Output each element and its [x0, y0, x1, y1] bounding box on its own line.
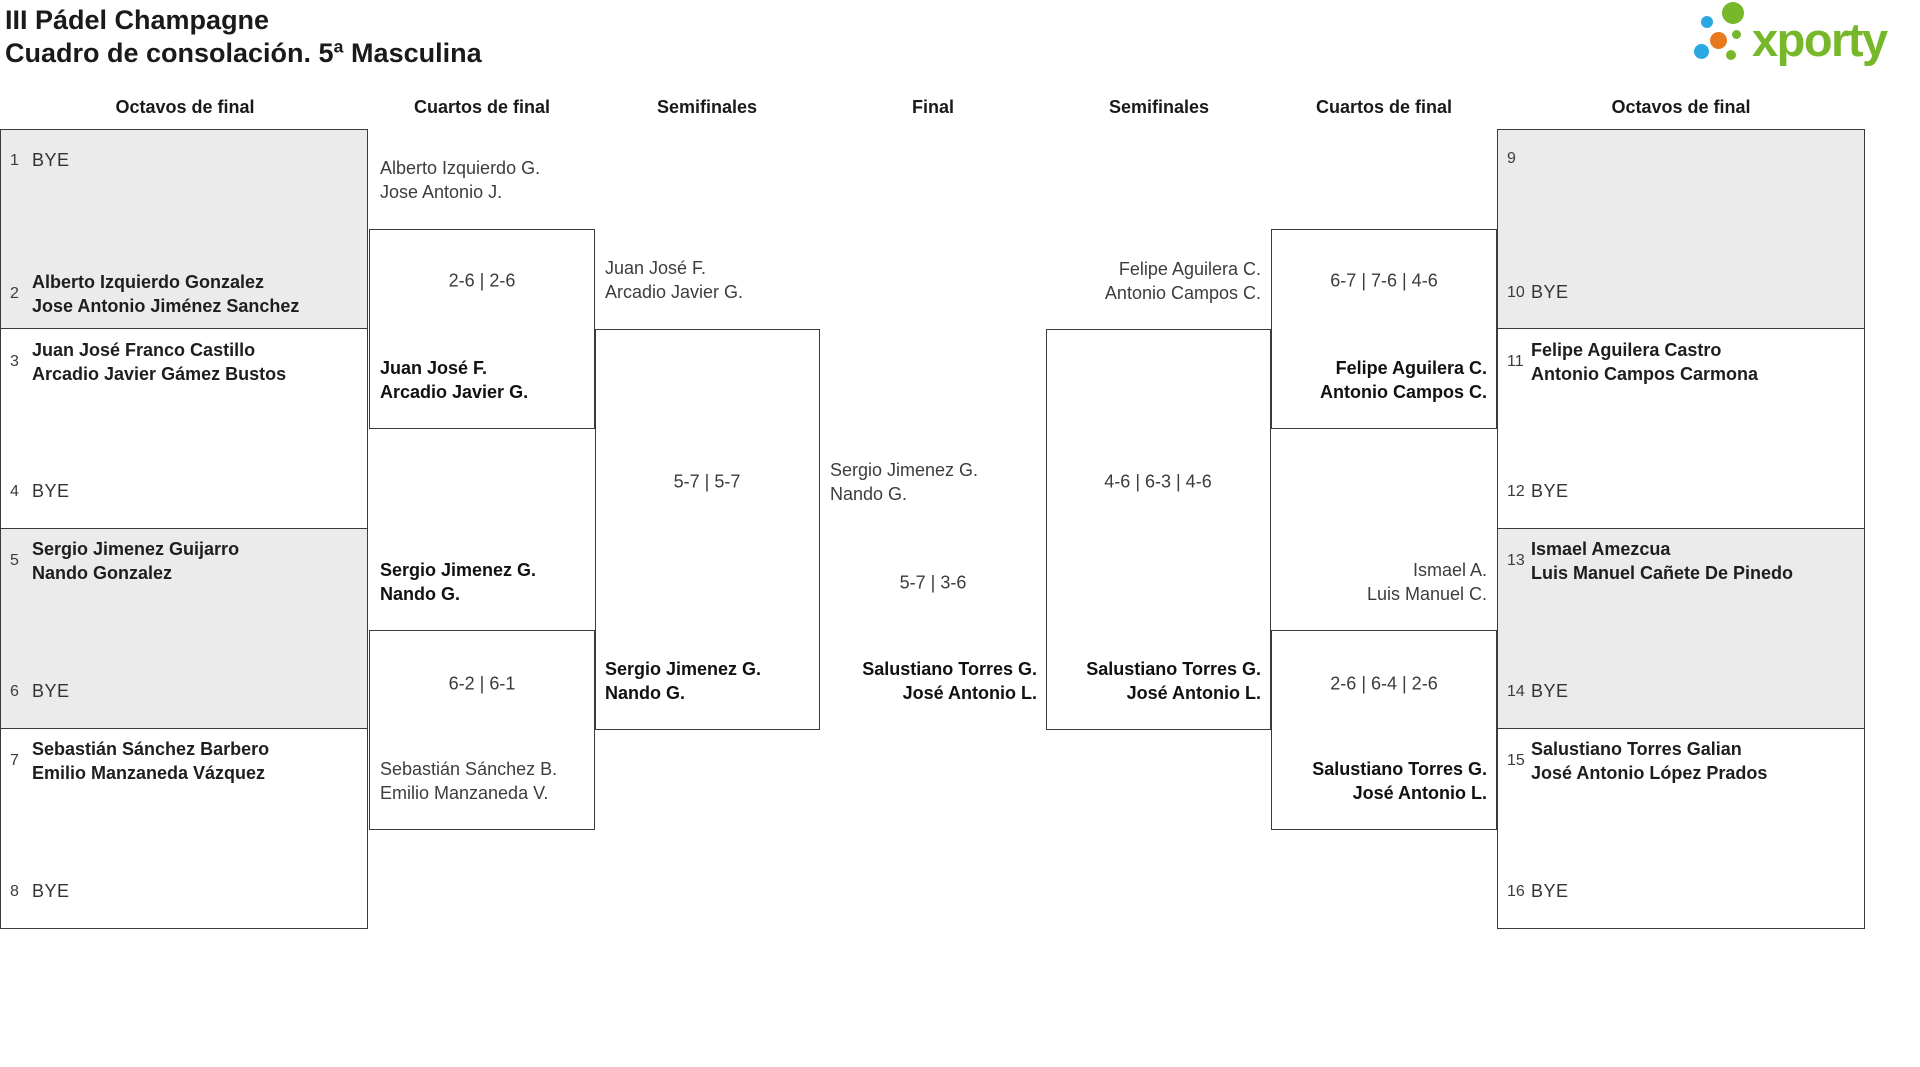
round-header-final: Final — [911, 97, 955, 117]
entry-11: 11 Felipe Aguilera Castro Antonio Campos… — [1507, 340, 1759, 384]
logo-dot-green-large — [1722, 2, 1744, 24]
score-qf-left-1: 2-6 | 2-6 — [448, 270, 516, 291]
player-name: Sebastián Sánchez Barbero — [32, 739, 270, 759]
round-header-cuartos-left: Cuartos de final — [413, 97, 551, 117]
page-title: III Pádel Champagne Cuadro de consolació… — [5, 4, 482, 70]
entry-12: 12 BYE — [1507, 481, 1569, 501]
pair-qf-right-2-winner: Salustiano Torres G. José Antonio L. — [1312, 759, 1487, 803]
octavos-box-11-12 — [1497, 328, 1865, 529]
logo-dot-green-small — [1726, 50, 1736, 60]
player-name: Luis Manuel Cañete De Pinedo — [1531, 563, 1794, 583]
score-sf-right: 4-6 | 6-3 | 4-6 — [1104, 471, 1212, 492]
tournament-name: III Pádel Champagne — [5, 5, 270, 35]
player-name: Jose Antonio Jiménez Sanchez — [32, 296, 300, 316]
pair-final-winner: Salustiano Torres G. José Antonio L. — [862, 659, 1037, 703]
pair-sf-left-top: Juan José F. Arcadio Javier G. — [605, 258, 744, 302]
player-name: Arcadio Javier Gámez Bustos — [32, 364, 287, 384]
pair-sf-left-winner: Sergio Jimenez G. Nando G. — [605, 659, 762, 703]
player-name: Juan José Franco Castillo — [32, 340, 256, 360]
octavos-box-9-10 — [1497, 129, 1865, 329]
player-name: Alberto Izquierdo Gonzalez — [32, 272, 265, 292]
entry-16: 16 BYE — [1507, 881, 1569, 901]
player-name: Sergio Jimenez Guijarro — [32, 539, 240, 559]
pair-sf-right-winner: Salustiano Torres G. José Antonio L. — [1086, 659, 1261, 703]
round-header-octavos-right: Octavos de final — [1611, 97, 1751, 117]
logo-dot-orange — [1710, 32, 1727, 49]
entry-14: 14 BYE — [1507, 681, 1569, 701]
logo-dot-blue-large — [1694, 44, 1709, 59]
score-qf-right-2: 2-6 | 6-4 | 2-6 — [1330, 673, 1438, 694]
score-qf-left-2: 6-2 | 6-1 — [448, 673, 516, 694]
pair-sf-right-top: Felipe Aguilera C. Antonio Campos C. — [1104, 259, 1261, 303]
pair-qf-right-1-winner: Felipe Aguilera C. Antonio Campos C. — [1320, 358, 1487, 402]
pair-qf-left-1-top: Alberto Izquierdo G. Jose Antonio J. — [380, 158, 541, 202]
logo-wordmark: xporty — [1752, 13, 1888, 66]
player-name: Nando Gonzalez — [32, 563, 173, 583]
match-box-sf-left — [595, 329, 820, 730]
match-box-sf-right — [1046, 329, 1271, 730]
match-box-qf-right-2 — [1271, 630, 1497, 830]
logo-dot-green-tiny — [1732, 30, 1741, 39]
octavos-box-13-14 — [1497, 528, 1865, 729]
entry-5: 5 Sergio Jimenez Guijarro Nando Gonzalez — [10, 539, 240, 583]
entry-2: 2 Alberto Izquierdo Gonzalez Jose Antoni… — [10, 272, 300, 316]
entry-9: 9 — [1507, 150, 1516, 167]
round-header-octavos-left: Octavos de final — [115, 97, 255, 117]
player-name: Antonio Campos Carmona — [1531, 364, 1759, 384]
match-box-qf-left-2 — [369, 630, 595, 830]
round-header-cuartos-right: Cuartos de final — [1315, 97, 1453, 117]
pair-qf-left-1-winner: Juan José F. Arcadio Javier G. — [380, 358, 529, 402]
player-name: Ismael Amezcua — [1531, 539, 1671, 559]
entry-13: 13 Ismael Amezcua Luis Manuel Cañete De … — [1507, 539, 1794, 583]
entry-15: 15 Salustiano Torres Galian José Antonio… — [1507, 739, 1768, 783]
entry-4: 4 BYE — [10, 481, 70, 501]
entry-1: 1 BYE — [10, 150, 70, 170]
octavos-box-1-2 — [0, 129, 368, 329]
player-name: Emilio Manzaneda Vázquez — [32, 763, 266, 783]
match-box-qf-left-1 — [369, 229, 595, 429]
round-header-semis-left: Semifinales — [656, 97, 758, 117]
pair-qf-left-2-winner: Sergio Jimenez G. Nando G. — [380, 560, 537, 604]
entry-6: 6 BYE — [10, 681, 70, 701]
score-qf-right-1: 6-7 | 7-6 | 4-6 — [1330, 270, 1438, 291]
pair-qf-left-2-bottom: Sebastián Sánchez B. Emilio Manzaneda V. — [380, 759, 558, 803]
entry-7: 7 Sebastián Sánchez Barbero Emilio Manza… — [10, 739, 270, 783]
logo-dot-blue-small — [1701, 16, 1713, 28]
player-name: Salustiano Torres Galian — [1531, 739, 1742, 759]
round-header-semis-right: Semifinales — [1108, 97, 1210, 117]
score-sf-left: 5-7 | 5-7 — [673, 471, 741, 492]
entry-3: 3 Juan José Franco Castillo Arcadio Javi… — [10, 340, 287, 384]
score-final: 5-7 | 3-6 — [899, 572, 967, 593]
entry-10: 10 BYE — [1507, 282, 1569, 302]
player-name: Felipe Aguilera Castro — [1531, 340, 1722, 360]
entry-8: 8 BYE — [10, 881, 70, 901]
match-box-qf-right-1 — [1271, 229, 1497, 429]
octavos-box-7-8 — [0, 728, 368, 929]
octavos-box-3-4 — [0, 328, 368, 529]
pair-qf-right-2-top: Ismael A. Luis Manuel C. — [1366, 560, 1487, 604]
player-name: José Antonio López Prados — [1531, 763, 1768, 783]
bracket-subtitle: Cuadro de consolación. 5ª Masculina — [5, 38, 482, 68]
octavos-box-15-16 — [1497, 728, 1865, 929]
pair-final-top: Sergio Jimenez G. Nando G. — [830, 460, 979, 504]
